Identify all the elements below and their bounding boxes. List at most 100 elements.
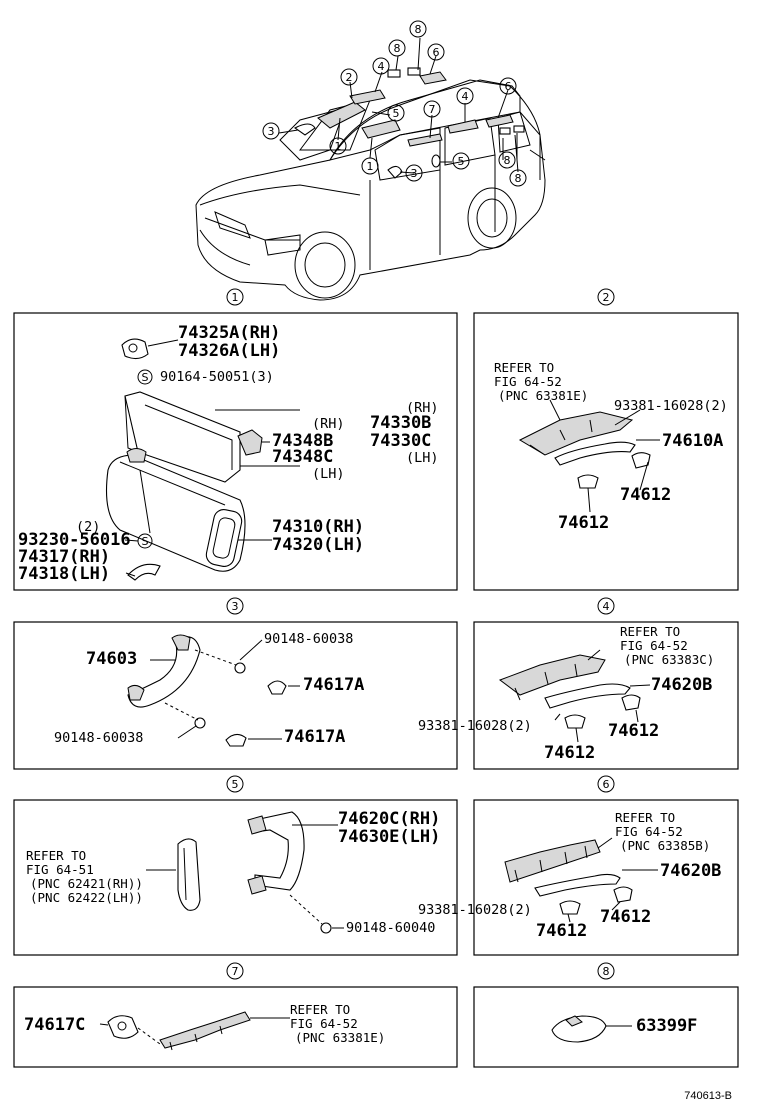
section-1-drawing — [105, 338, 300, 581]
svg-text:(PNC 62422(LH)): (PNC 62422(LH)) — [30, 890, 143, 905]
part-74318: 74318(LH) — [18, 564, 110, 584]
section-2-box — [473, 312, 739, 591]
part-90148-60038-b: 90148-60038 — [54, 730, 143, 746]
part-74620C: 74620C(RH) — [338, 809, 440, 829]
callout-circle — [456, 87, 474, 105]
part-74612-b: 74612 — [558, 513, 609, 533]
part-74620B-b: 74620B — [660, 861, 721, 881]
svg-text:REFER TO: REFER TO — [290, 1002, 350, 1017]
part-90164-50051: 90164-50051(3) — [160, 369, 274, 385]
part-93381-16028-b: 93381-16028(2) — [418, 718, 532, 734]
section-5-number: 5 — [232, 778, 239, 791]
part-93381-16028-c: 93381-16028(2) — [418, 902, 532, 918]
screw-mark: S — [142, 371, 149, 384]
callout-number: 6 — [505, 80, 512, 93]
svg-text:FIG 64-52: FIG 64-52 — [290, 1016, 358, 1031]
section-7-drawing — [99, 1011, 290, 1051]
screw-mark-2: S — [142, 535, 149, 548]
part-74612-f: 74612 — [536, 921, 587, 941]
svg-text:FIG 64-52: FIG 64-52 — [620, 638, 688, 653]
part-74617C: 74617C — [24, 1015, 85, 1035]
section-5-labels: 74620C(RH) 74630E(LH) REFER TO FIG 64-51… — [26, 809, 440, 936]
part-74317: 74317(RH) — [18, 547, 110, 567]
part-74617A-a: 74617A — [303, 675, 364, 695]
part-74612-e: 74612 — [600, 907, 651, 927]
section-5-drawing — [146, 811, 344, 934]
section-1-box — [13, 312, 458, 591]
callout-circle — [499, 77, 517, 95]
section-4-drawing — [498, 649, 651, 743]
callout-number: 4 — [378, 60, 385, 73]
section-3-drawing — [127, 634, 300, 747]
section-8-labels: 63399F — [636, 1016, 697, 1036]
section-2-drawing — [518, 399, 660, 513]
svg-text:REFER TO: REFER TO — [494, 360, 554, 375]
callout-circle — [262, 122, 280, 140]
part-90148-60040: 90148-60040 — [346, 920, 435, 936]
callout-number: 1 — [367, 160, 374, 173]
svg-text:(PNC 63385B): (PNC 63385B) — [620, 838, 710, 853]
callout-circle — [387, 104, 405, 122]
section-7-number: 7 — [232, 965, 239, 978]
callout-number: 7 — [429, 103, 436, 116]
section-1-number: 1 — [232, 291, 239, 304]
callout-number: 8 — [394, 42, 401, 55]
section-3-box — [13, 621, 458, 770]
callout-number: 5 — [458, 155, 465, 168]
svg-text:FIG 64-52: FIG 64-52 — [494, 374, 562, 389]
section-4-number: 4 — [603, 600, 610, 613]
section-6-labels: REFER TO FIG 64-52 (PNC 63385B) 74620B 9… — [418, 810, 721, 941]
section-3-labels: 74603 90148-60038 74617A 90148-60038 746… — [54, 631, 364, 747]
svg-text:FIG 64-51: FIG 64-51 — [26, 862, 94, 877]
part-74612-a: 74612 — [620, 485, 671, 505]
part-74325A: 74325A(RH) — [178, 323, 280, 343]
svg-text:(PNC 63381E): (PNC 63381E) — [498, 388, 588, 403]
section-4-box — [473, 621, 739, 770]
part-74612-c: 74612 — [608, 721, 659, 741]
section-6-number: 6 — [603, 778, 610, 791]
part-90148-60038-a: 90148-60038 — [264, 631, 353, 647]
part-74320: 74320(LH) — [272, 535, 364, 555]
part-74612-d: 74612 — [544, 743, 595, 763]
svg-text:(PNC 63381E): (PNC 63381E) — [295, 1030, 385, 1045]
part-74348B: 74348B — [272, 431, 333, 451]
rh-label-mid: (RH) — [312, 416, 345, 432]
callout-circle — [388, 39, 406, 57]
section-8-number: 8 — [603, 965, 610, 978]
part-74603: 74603 — [86, 649, 137, 669]
part-74617A-b: 74617A — [284, 727, 345, 747]
part-93381-16028: 93381-16028(2) — [614, 398, 728, 414]
part-74330C: 74330C — [370, 431, 431, 451]
part-74310: 74310(RH) — [272, 517, 364, 537]
vehicle-overview — [195, 37, 546, 301]
callout-circle — [409, 20, 427, 38]
callout-circle — [405, 164, 423, 182]
section-8-drawing — [551, 1015, 632, 1043]
callout-number: 3 — [268, 125, 275, 138]
section-5-box — [13, 799, 458, 956]
callout-circle — [427, 43, 445, 61]
lh-label-mid: (LH) — [312, 466, 345, 482]
part-74620B-a: 74620B — [651, 675, 712, 695]
part-93230-56016: 93230-56016 — [18, 530, 131, 550]
callout-circle — [329, 137, 347, 155]
callout-number: 5 — [393, 107, 400, 120]
callout-number: 3 — [411, 167, 418, 180]
part-74330B: 74330B — [370, 413, 431, 433]
part-74348C: 74348C — [272, 447, 333, 467]
part-74326A: 74326A(LH) — [178, 341, 280, 361]
section-3-number: 3 — [232, 600, 239, 613]
callout-circle — [340, 68, 358, 86]
svg-text:FIG 64-52: FIG 64-52 — [615, 824, 683, 839]
lh-label-right: (LH) — [406, 450, 439, 466]
section-2-number: 2 — [603, 291, 610, 304]
figure-id: 740613-B — [684, 1090, 732, 1102]
section-2-labels: REFER TO FIG 64-52 (PNC 63381E) 93381-16… — [494, 360, 728, 533]
callout-number: 1 — [335, 140, 342, 153]
section-6-box — [473, 799, 739, 956]
callout-number: 2 — [346, 71, 353, 84]
callout-number: 6 — [433, 46, 440, 59]
section-6-drawing — [504, 837, 658, 923]
section-1-labels: 74325A(RH) 74326A(LH) S 90164-50051(3) (… — [18, 323, 439, 584]
svg-text:REFER TO: REFER TO — [620, 624, 680, 639]
